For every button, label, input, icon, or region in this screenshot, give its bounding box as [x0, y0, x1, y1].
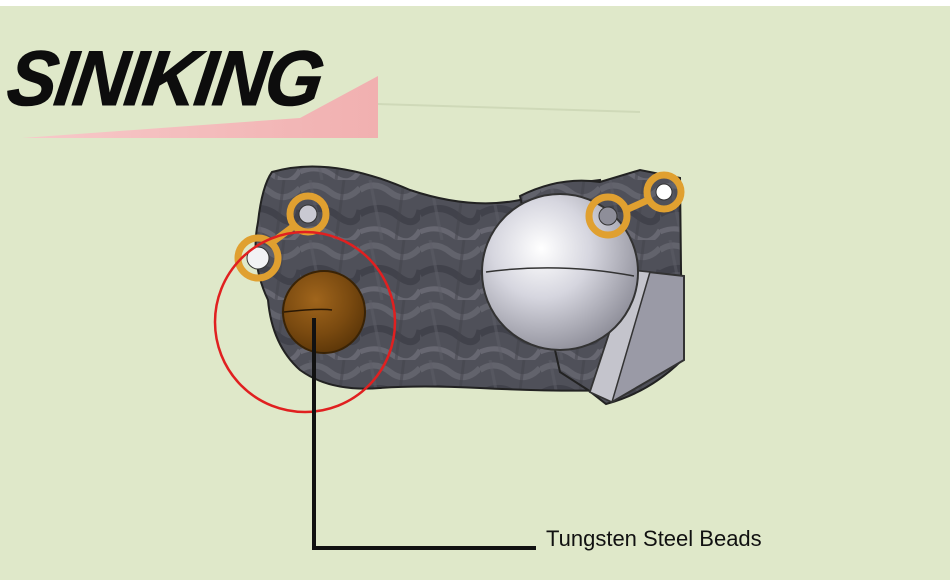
bottom-border [0, 580, 950, 586]
callout-label: Tungsten Steel Beads [546, 526, 762, 551]
top-border [0, 0, 950, 6]
highlight-circle [213, 230, 397, 414]
right-wire-icon [585, 171, 685, 239]
left-wire-hole-top [298, 204, 318, 224]
callout-leader-line [312, 318, 536, 550]
brand-logo: SINIKING [2, 34, 328, 122]
tungsten-bead-seam [283, 308, 333, 313]
brand-banner [22, 76, 378, 138]
left-wire-hole-bottom [246, 246, 270, 270]
right-wire-hole-bottom [598, 206, 618, 226]
banner-streak [377, 103, 641, 113]
steel-ball-seam [485, 267, 635, 277]
right-wire-hole-top [655, 183, 673, 201]
tungsten-steel-bead [282, 270, 366, 354]
